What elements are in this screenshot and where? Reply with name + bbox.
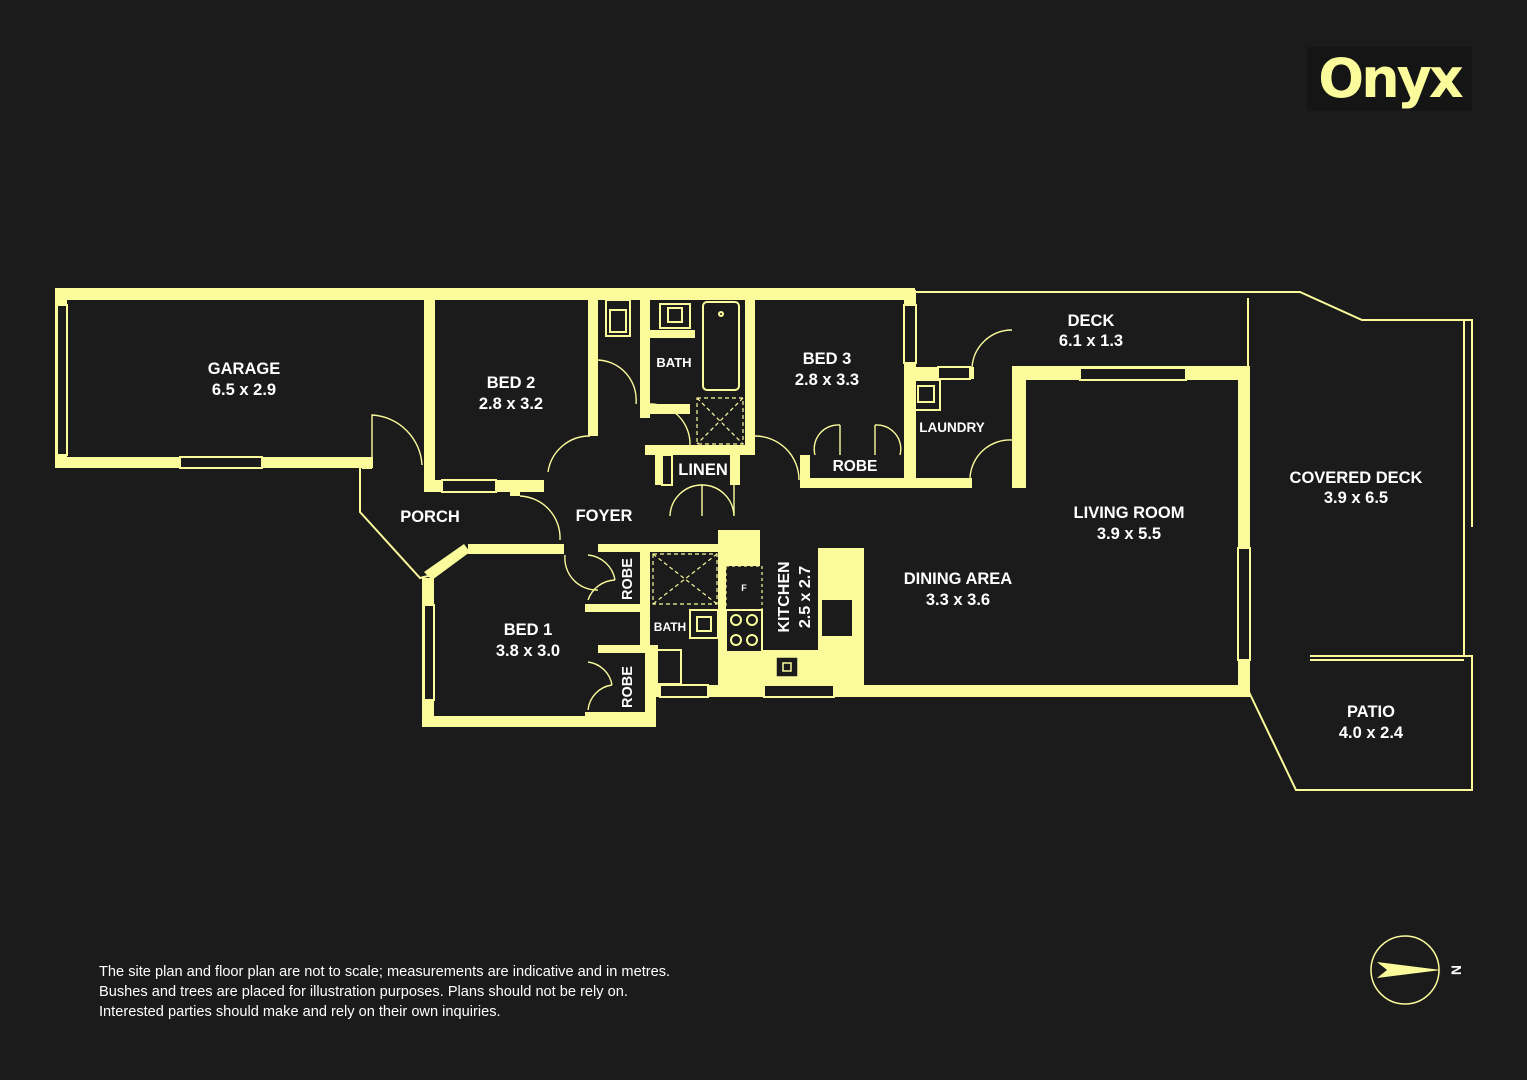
patio-size: 4.0 x 2.4 (1339, 724, 1404, 742)
bed2-name: BED 2 (487, 374, 536, 392)
north-arrow-icon (1377, 962, 1441, 978)
toilet-icon (605, 299, 631, 337)
dining-name: DINING AREA (904, 570, 1013, 588)
windows (56, 304, 1251, 701)
covered-deck-size: 3.9 x 6.5 (1324, 489, 1388, 507)
bed2-size: 2.8 x 3.2 (479, 395, 543, 413)
robe-lower-name: ROBE (620, 666, 636, 708)
disclaimer-line: Bushes and trees are placed for illustra… (99, 984, 628, 1000)
disclaimer-line: Interested parties should make and rely … (99, 1004, 501, 1020)
foyer-name: FOYER (576, 507, 633, 525)
compass-north-label: N (1448, 965, 1464, 975)
fridge-icon (725, 565, 763, 611)
robe-bed3-name: ROBE (833, 458, 878, 475)
living-size: 3.9 x 5.5 (1097, 525, 1161, 543)
bed3-size: 2.8 x 3.3 (795, 371, 859, 389)
patio-name: PATIO (1347, 703, 1395, 721)
kitchen-size: 2.5 x 2.7 (797, 566, 814, 628)
fixtures: F (605, 299, 941, 685)
bed1-size: 3.8 x 3.0 (496, 642, 560, 660)
deck-name: DECK (1068, 312, 1115, 330)
garage-name: GARAGE (208, 360, 280, 378)
compass: N (1370, 935, 1464, 1005)
dishwasher-icon (775, 656, 799, 678)
laundry-tub-icon (911, 379, 941, 411)
dining-size: 3.3 x 3.6 (926, 591, 990, 609)
fridge-label: F (741, 583, 747, 593)
brand-logo-text: Onyx (1318, 47, 1463, 110)
basin-icon (659, 303, 691, 329)
living-name: LIVING ROOM (1074, 504, 1185, 522)
kitchen-name: KITCHEN (776, 561, 793, 632)
basin-lower-icon (689, 609, 719, 639)
laundry-name: LAUNDRY (919, 420, 985, 435)
bathtub-icon (702, 301, 740, 391)
disclaimer-line: The site plan and floor plan are not to … (99, 964, 671, 980)
shower-icon (696, 397, 744, 445)
shower-lower-icon (652, 553, 718, 605)
bed3-name: BED 3 (803, 350, 852, 368)
toilet-lower-icon (656, 649, 682, 685)
robe-upper-name: ROBE (620, 558, 636, 600)
linen-name: LINEN (678, 461, 728, 479)
walls (55, 288, 1250, 727)
porch-name: PORCH (400, 508, 460, 526)
bed1-name: BED 1 (504, 621, 553, 639)
room-labels: GARAGE 6.5 x 2.9 BED 2 2.8 x 3.2 BATH BE… (208, 312, 1423, 742)
bath-lower-name: BATH (654, 620, 686, 634)
bath-top-name: BATH (656, 355, 691, 370)
deck-size: 6.1 x 1.3 (1059, 332, 1123, 350)
covered-deck-name: COVERED DECK (1290, 469, 1423, 487)
disclaimer: The site plan and floor plan are not to … (99, 962, 799, 1022)
kitchen-sink-icon (822, 600, 852, 636)
brand-logo: Onyx (1307, 47, 1472, 111)
garage-size: 6.5 x 2.9 (212, 381, 276, 399)
doors (371, 329, 1013, 711)
